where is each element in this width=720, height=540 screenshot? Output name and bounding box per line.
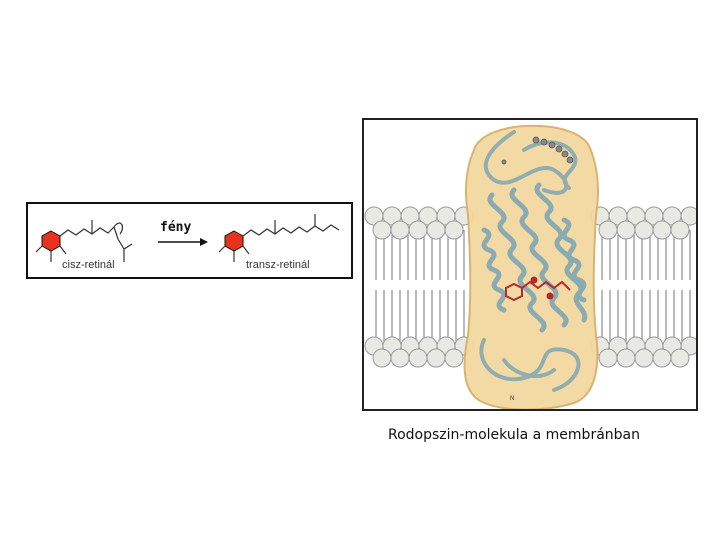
retinal-chromophore [505, 276, 571, 302]
trans-retinal-ring [224, 230, 244, 252]
rhodopsin-illustration: N [364, 124, 696, 409]
cis-retinal-chain [35, 220, 133, 262]
c-terminal-residues [501, 136, 574, 165]
lipid-tails [375, 230, 691, 342]
rhodopsin-protein-body [463, 124, 599, 409]
reactant-label: cisz-retinál [62, 259, 115, 271]
light-label: fény [160, 220, 192, 235]
transmembrane-helices [481, 182, 588, 333]
rhodopsin-illustration-frame: N [362, 118, 698, 411]
protein-loops [479, 130, 581, 392]
lipid-heads [364, 206, 696, 368]
retinal-structures [35, 214, 340, 262]
retinal-isomerization-box: cisz-retinál fény transz-retinál [26, 202, 353, 279]
trans-retinal-chain [218, 214, 340, 262]
cis-retinal-ring [41, 230, 61, 252]
figure-caption: Rodopszin-molekula a membránban [388, 427, 640, 443]
product-label: transz-retinál [246, 259, 310, 271]
protein-terminal-label: N [510, 396, 514, 402]
light-reaction-arrow [158, 238, 208, 246]
